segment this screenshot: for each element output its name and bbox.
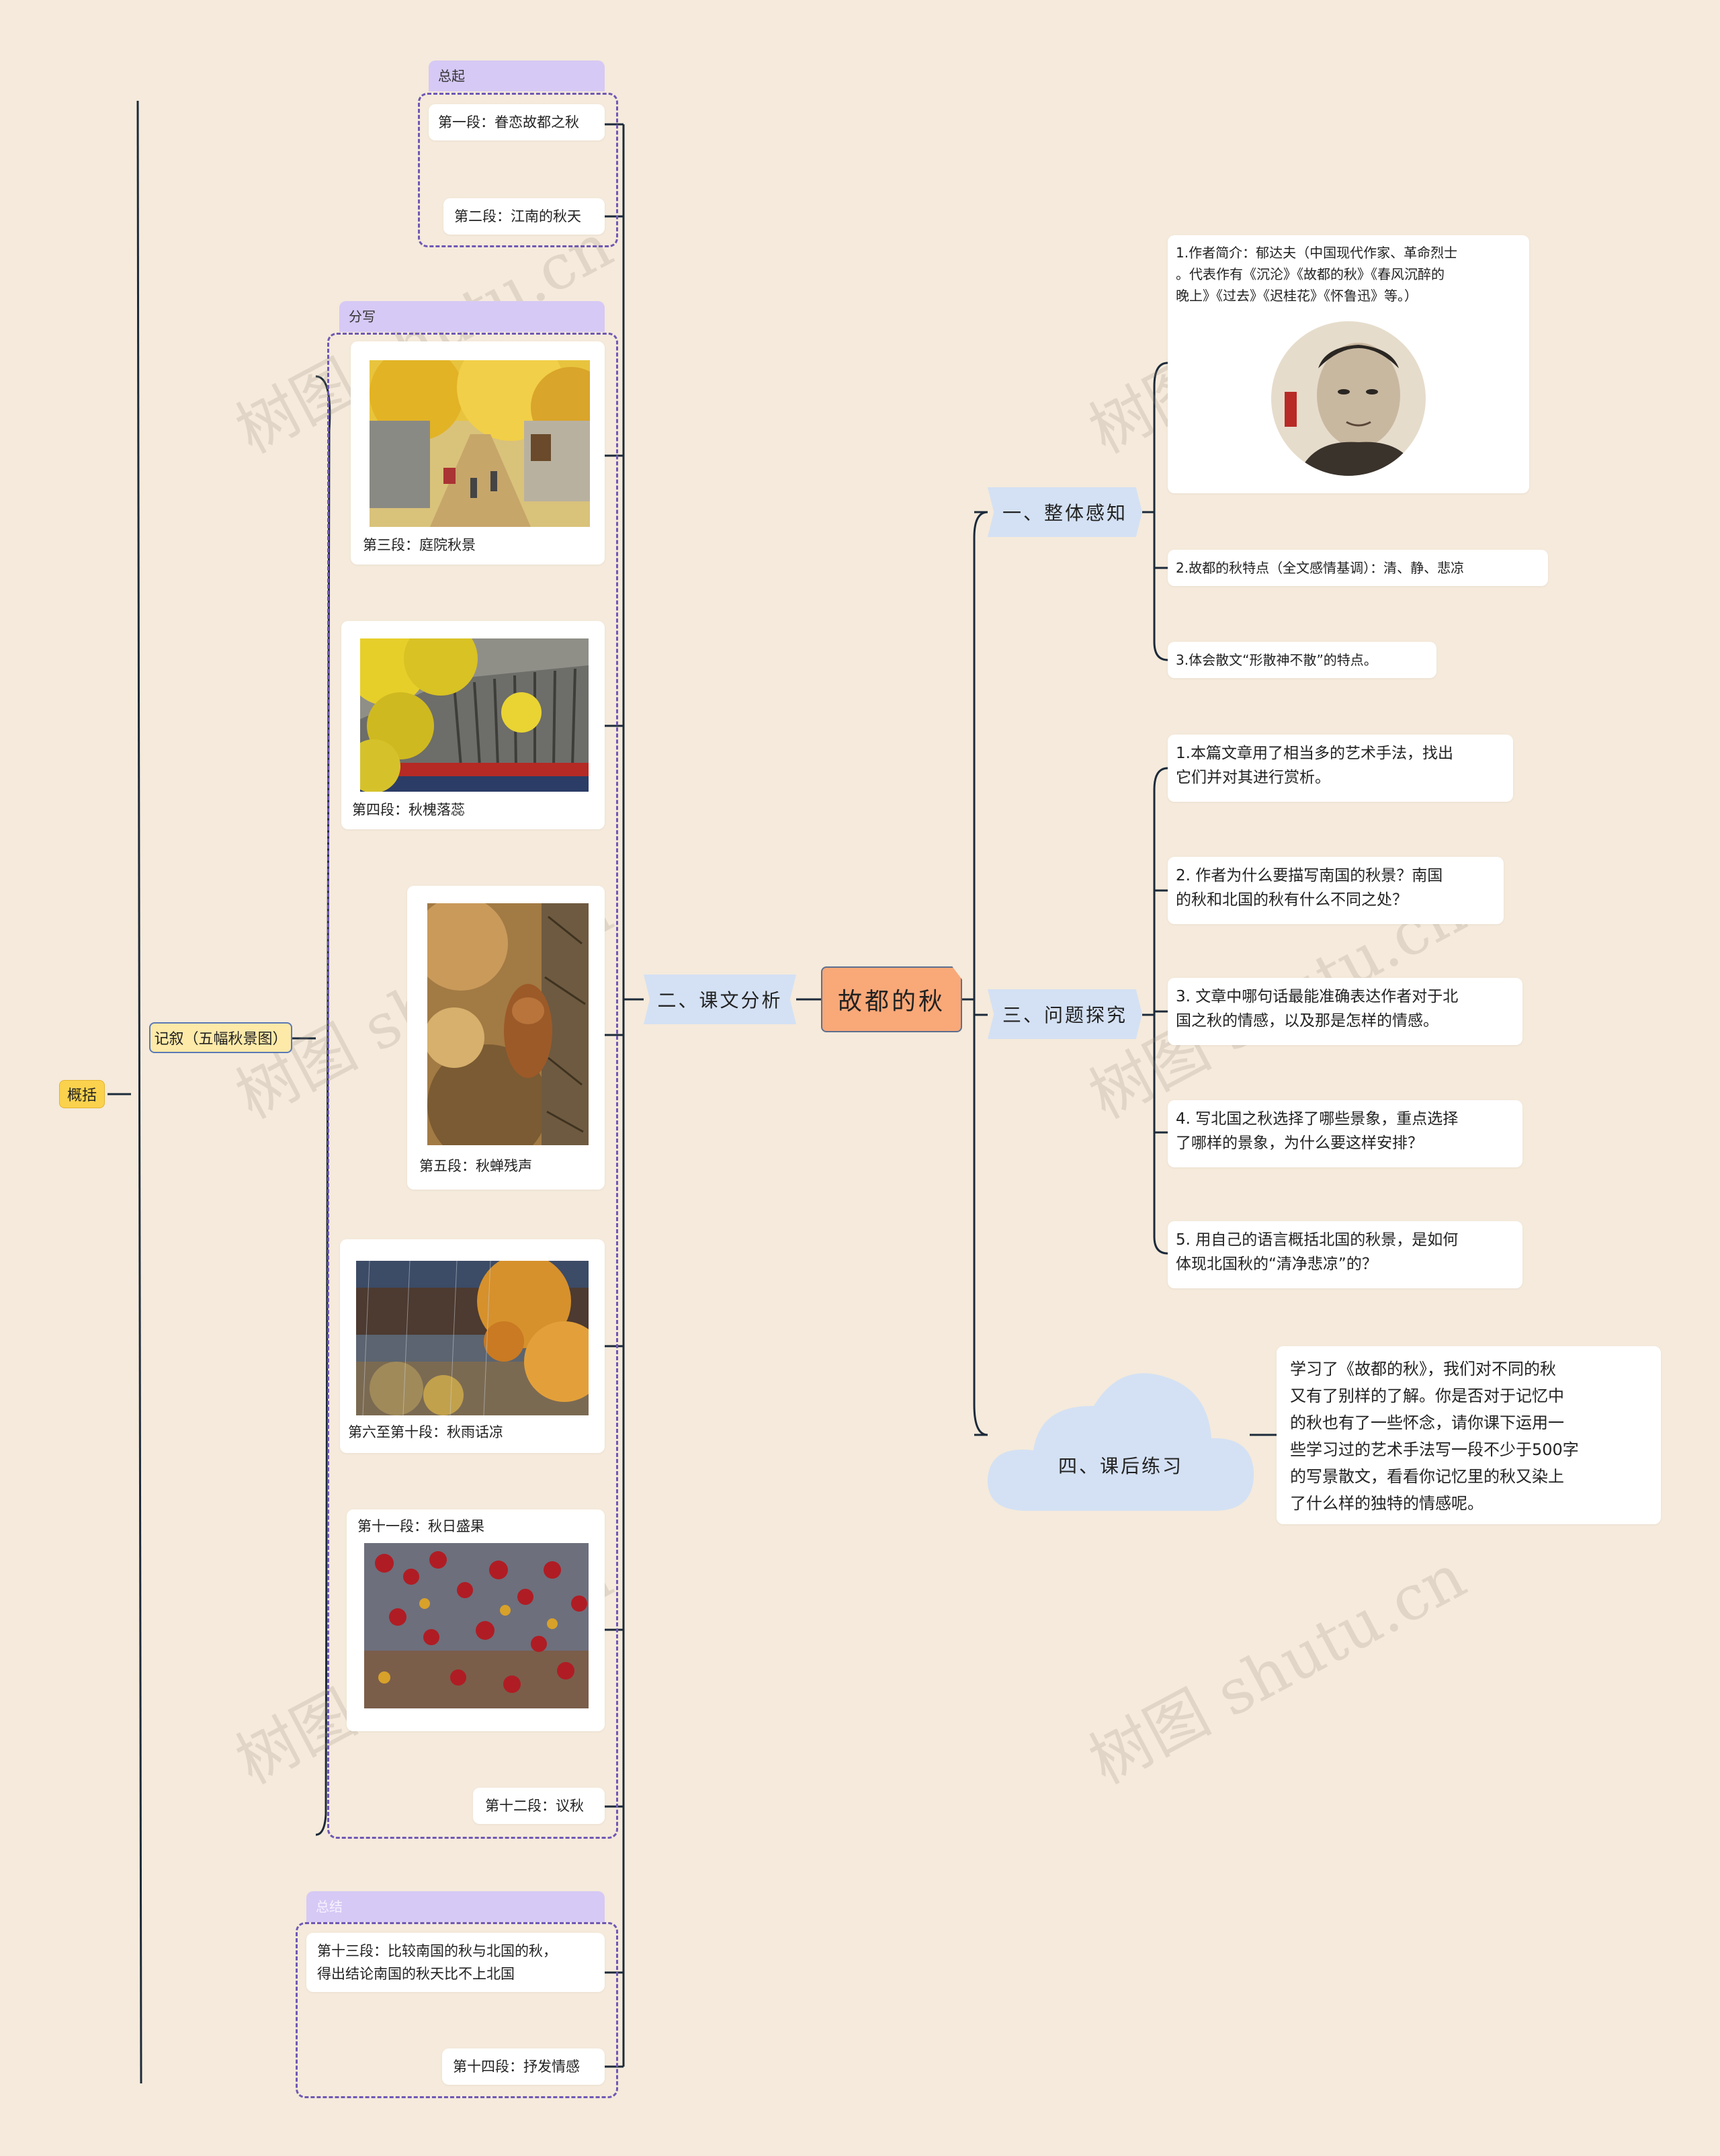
conclusion-item-14-text: 第十四段：抒发情感	[453, 2059, 580, 2075]
branch3-item-4-text: 4. 写北国之秋选择了哪些景象，重点选择 了哪样的景象，为什么要这样安排？	[1176, 1110, 1459, 1152]
courtyard-photo	[370, 360, 590, 527]
detail-item-5-text: 第五段：秋蝉残声	[419, 1158, 532, 1174]
conclusion-item-13-text: 第十三段：比较南国的秋与北国的秋， 得出结论南国的秋天比不上北国	[317, 1943, 557, 1982]
group-conclusion-border	[296, 1922, 618, 2098]
author-portrait	[1271, 321, 1426, 476]
branch1-banner[interactable]: 一、整体感知	[988, 487, 1142, 537]
branch1-item-2-text: 2.故都的秋特点（全文感情基调）：清、静、悲凉	[1176, 560, 1465, 576]
branch3-item-1[interactable]: 1.本篇文章用了相当多的艺术手法，找出 它们并对其进行赏析。	[1168, 735, 1513, 802]
detail-item-12-text: 第十二段：议秋	[485, 1798, 584, 1814]
branch3-item-5-text: 5. 用自己的语言概括北国的秋景，是如何 体现北国秋的“清净悲凉”的？	[1176, 1231, 1459, 1273]
fruit-photo	[364, 1543, 589, 1708]
detail-card-courtyard[interactable]: 第三段：庭院秋景	[351, 341, 605, 565]
detail-card-rain[interactable]: 第六至第十段：秋雨话凉	[340, 1239, 605, 1453]
branch1-item-1-text: 1.作者简介：郁达夫（中国现代作家、革命烈士 。代表作有《沉沦》《故都的秋》《春…	[1176, 245, 1458, 304]
branch3-item-2-text: 2. 作者为什么要描写南国的秋景？南国 的秋和北国的秋有什么不同之处？	[1176, 867, 1443, 909]
branch3-item-4[interactable]: 4. 写北国之秋选择了哪些景象，重点选择 了哪样的景象，为什么要这样安排？	[1168, 1100, 1522, 1167]
cloud-icon	[987, 1373, 1254, 1511]
intro-item-1-text: 第一段：眷恋故都之秋	[438, 114, 579, 130]
branch1-item-3[interactable]: 3.体会散文“形散神不散”的特点。	[1168, 642, 1436, 678]
detail-card-fruit[interactable]: 第十一段：秋日盛果	[347, 1509, 605, 1731]
branch4-cloud[interactable]: 四、课后练习	[986, 1358, 1255, 1512]
detail-item-4-text: 第四段：秋槐落蕊	[352, 802, 465, 818]
branch3-item-2[interactable]: 2. 作者为什么要描写南国的秋景？南国 的秋和北国的秋有什么不同之处？	[1168, 857, 1504, 924]
detail-item-6-text: 第六至第十段：秋雨话凉	[348, 1424, 503, 1440]
analysis-banner[interactable]: 二、课文分析	[644, 975, 796, 1024]
intro-item-2-text: 第二段：江南的秋天	[454, 208, 581, 224]
detail-item-3-text: 第三段：庭院秋景	[363, 537, 476, 553]
branch4-label: 四、课后练习	[1058, 1455, 1183, 1477]
detail-item-12[interactable]: 第十二段：议秋	[473, 1788, 605, 1824]
pagoda-tree-photo	[360, 638, 589, 792]
branch4-exercise-text: 学习了《故都的秋》，我们对不同的秋 又有了别样的了解。你是否对于记忆中 的秋也有…	[1290, 1360, 1579, 1513]
group-detail-label: 分写	[339, 301, 605, 332]
branch1-item-3-text: 3.体会散文“形散神不散”的特点。	[1176, 652, 1377, 668]
cicada-photo	[427, 903, 589, 1145]
narration-tag[interactable]: 记叙（五幅秋景图）	[149, 1022, 292, 1053]
intro-item-2[interactable]: 第二段：江南的秋天	[443, 198, 605, 235]
branch3-item-3[interactable]: 3. 文章中哪句话最能准确表达作者对于北 国之秋的情感，以及那是怎样的情感。	[1168, 978, 1522, 1045]
branch4-exercise[interactable]: 学习了《故都的秋》，我们对不同的秋 又有了别样的了解。你是否对于记忆中 的秋也有…	[1277, 1346, 1661, 1524]
detail-item-7-text: 第十一段：秋日盛果	[357, 1518, 484, 1534]
conclusion-item-13[interactable]: 第十三段：比较南国的秋与北国的秋， 得出结论南国的秋天比不上北国	[306, 1933, 605, 1992]
root-node[interactable]: 故都的秋	[821, 966, 962, 1032]
group-intro-border	[418, 93, 618, 247]
branch3-item-1-text: 1.本篇文章用了相当多的艺术手法，找出 它们并对其进行赏析。	[1176, 745, 1453, 786]
conclusion-item-14[interactable]: 第十四段：抒发情感	[442, 2048, 605, 2085]
branch1-item-2[interactable]: 2.故都的秋特点（全文感情基调）：清、静、悲凉	[1168, 550, 1548, 586]
branch1-item-1[interactable]: 1.作者简介：郁达夫（中国现代作家、革命烈士 。代表作有《沉沦》《故都的秋》《春…	[1168, 235, 1529, 493]
group-intro-label: 总起	[429, 60, 605, 91]
intro-item-1[interactable]: 第一段：眷恋故都之秋	[429, 104, 605, 140]
branch3-banner[interactable]: 三、问题探究	[988, 989, 1142, 1039]
rain-photo	[356, 1261, 589, 1415]
detail-card-cicada[interactable]: 第五段：秋蝉残声	[407, 886, 605, 1190]
branch3-item-5[interactable]: 5. 用自己的语言概括北国的秋景，是如何 体现北国秋的“清净悲凉”的？	[1168, 1221, 1522, 1288]
detail-card-pagoda-tree[interactable]: 第四段：秋槐落蕊	[341, 621, 605, 829]
summary-tag[interactable]: 概括	[59, 1080, 105, 1108]
branch3-item-3-text: 3. 文章中哪句话最能准确表达作者对于北 国之秋的情感，以及那是怎样的情感。	[1176, 988, 1459, 1030]
group-conclusion-label: 总结	[306, 1891, 605, 1922]
group-detail-border	[327, 333, 618, 1839]
